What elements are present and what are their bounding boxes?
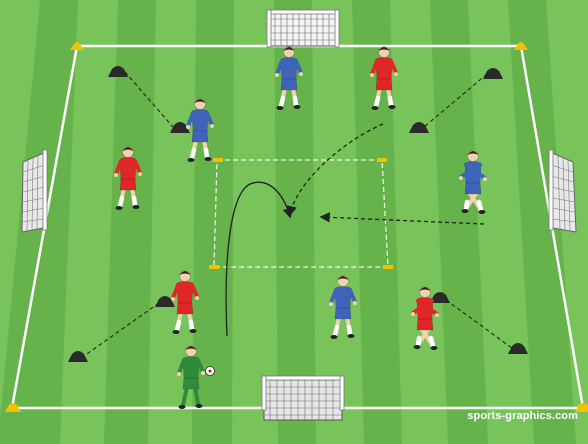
inner-marker [383, 265, 393, 269]
left-goal [22, 150, 47, 232]
top-goal [267, 10, 339, 47]
watermark: sports-graphics.com [467, 410, 578, 422]
inner-marker [209, 265, 219, 269]
bottom-goal [262, 376, 344, 420]
inner-marker [213, 158, 223, 162]
right-goal [549, 150, 576, 232]
inner-marker [377, 158, 387, 162]
